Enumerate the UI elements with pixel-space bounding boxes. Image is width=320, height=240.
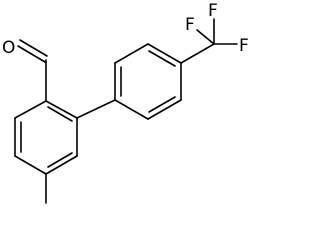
- trifluoromethyl-group: F F F: [180, 1, 249, 64]
- ring-a-inner-bond-2: [47, 152, 73, 168]
- ring-b-bond-2: [114, 43, 149, 64]
- ring-a-bond-4: [14, 155, 47, 175]
- ring-b-inner-bond-2: [148, 50, 176, 67]
- cf3-bond: [180, 43, 215, 64]
- ring-b-bond-6: [114, 99, 149, 120]
- ring-a-inner-bond-1: [47, 106, 73, 122]
- fluorine-top-label: F: [208, 1, 218, 21]
- ring-a-bond-3: [45, 155, 78, 175]
- upper-benzene-ring: [114, 43, 182, 120]
- aldehyde-group: O: [2, 38, 48, 102]
- ring-a-bond-1: [45, 100, 78, 119]
- biaryl-bond: [76, 99, 116, 119]
- lower-benzene-ring: [14, 100, 78, 175]
- ring-b-bond-5: [147, 99, 182, 120]
- carbonyl-double-bond-a: [17, 45, 46, 63]
- fluorine-left-label: F: [185, 15, 195, 35]
- chemical-structure-diagram: O F F F: [2, 1, 249, 204]
- fluorine-right-label: F: [239, 36, 249, 56]
- carbonyl-double-bond-b: [19, 39, 48, 57]
- ring-b-inner-bond-3: [148, 96, 176, 113]
- oxygen-label: O: [2, 38, 15, 58]
- ring-a-bond-6: [14, 100, 47, 119]
- cf-left-bond: [196, 29, 215, 45]
- ring-b-bond-3: [147, 43, 182, 64]
